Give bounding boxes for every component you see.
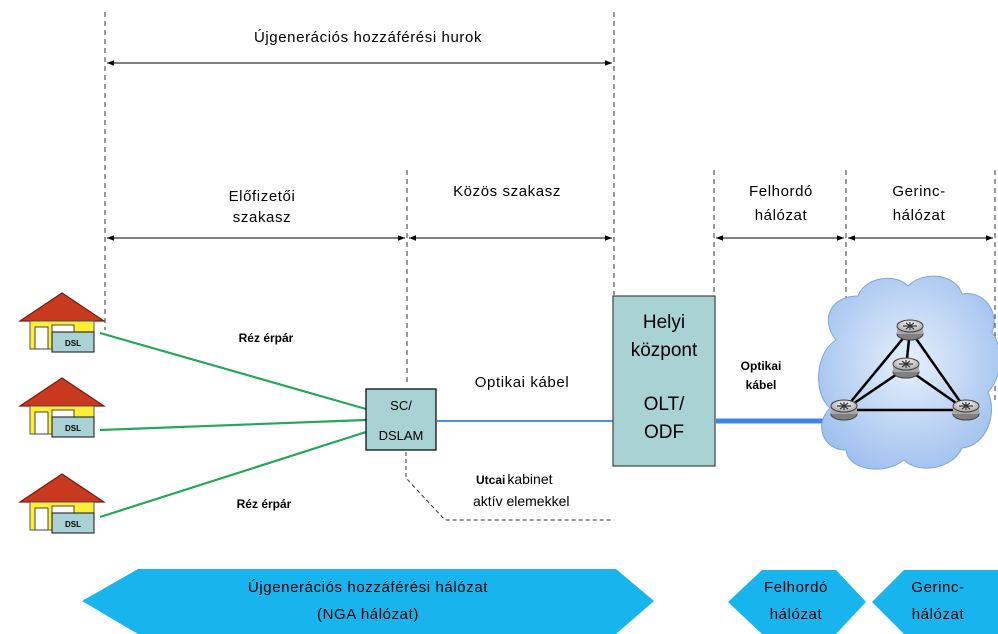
central-office-line2: központ xyxy=(631,340,698,361)
nga-band-line1: Újgenerációs hozzáférési hálózat xyxy=(248,579,488,596)
copper-lines xyxy=(99,331,367,519)
core-band-line1: Gerinc- xyxy=(911,579,964,596)
optical-cable-label: Optikai kábel xyxy=(475,374,570,391)
core-network-cloud xyxy=(818,275,998,470)
copper-line-3 xyxy=(99,430,367,519)
central-office-box: Helyi központ OLT/ ODF xyxy=(612,295,716,467)
feeder-optical-label-2: kábel xyxy=(746,378,777,392)
house-icon xyxy=(19,377,105,438)
core-band-line2: hálózat xyxy=(912,606,965,623)
router-icon xyxy=(896,319,924,341)
router-icon xyxy=(830,399,858,421)
cabinet-label-rest: kabinet xyxy=(507,471,552,487)
central-office-line1: Helyi xyxy=(643,312,685,333)
cabinet-label-2: aktív elemekkel xyxy=(473,493,569,509)
feeder-section-label-2: hálózat xyxy=(755,207,808,224)
central-office-line4: ODF xyxy=(644,422,684,443)
common-section-label: Közös szakasz xyxy=(453,183,561,200)
feeder-band-line2: hálózat xyxy=(770,606,823,623)
house-2: DSL xyxy=(19,377,105,438)
house-1: DSL xyxy=(19,292,105,353)
core-band: Gerinc- hálózat xyxy=(872,570,998,634)
feeder-band-line1: Felhordó xyxy=(764,579,828,596)
house-3: DSL xyxy=(19,473,105,534)
dsl-badge: DSL xyxy=(65,520,81,529)
core-section-label: Gerinc- xyxy=(892,183,945,200)
router-icon xyxy=(952,399,980,421)
dsl-badge: DSL xyxy=(65,424,81,433)
nga-band-line2: (NGA hálózat) xyxy=(317,606,419,623)
dslam-box: SC/ DSLAM xyxy=(365,388,437,451)
router-icon xyxy=(892,357,920,379)
subscriber-section-label-2: szakasz xyxy=(233,209,291,226)
dslam-box-line2: DSLAM xyxy=(379,428,424,443)
feeder-optical-label: Optikai xyxy=(741,359,782,373)
cabinet-label-bold: Utcai xyxy=(476,473,505,487)
copper-line-1 xyxy=(99,331,367,411)
subscriber-section-label: Előfizetői xyxy=(229,188,296,205)
dslam-box-line1: SC/ xyxy=(390,398,412,413)
nga-band: Újgenerációs hozzáférési hálózat (NGA há… xyxy=(82,569,654,634)
copper-line-2 xyxy=(99,418,367,432)
core-section-label-2: hálózat xyxy=(893,207,946,224)
house-icon xyxy=(19,473,105,534)
central-office-line3: OLT/ xyxy=(644,394,686,415)
dsl-badge: DSL xyxy=(65,339,81,348)
feeder-band: Felhordó hálózat xyxy=(728,570,866,634)
top-span-label: Újgenerációs hozzáférési hurok xyxy=(254,29,482,46)
house-icon xyxy=(19,292,105,353)
copper-pair-label-1: Réz érpár xyxy=(239,331,294,345)
copper-pair-label-2: Réz érpár xyxy=(237,497,292,511)
feeder-section-label: Felhordó xyxy=(749,183,813,200)
